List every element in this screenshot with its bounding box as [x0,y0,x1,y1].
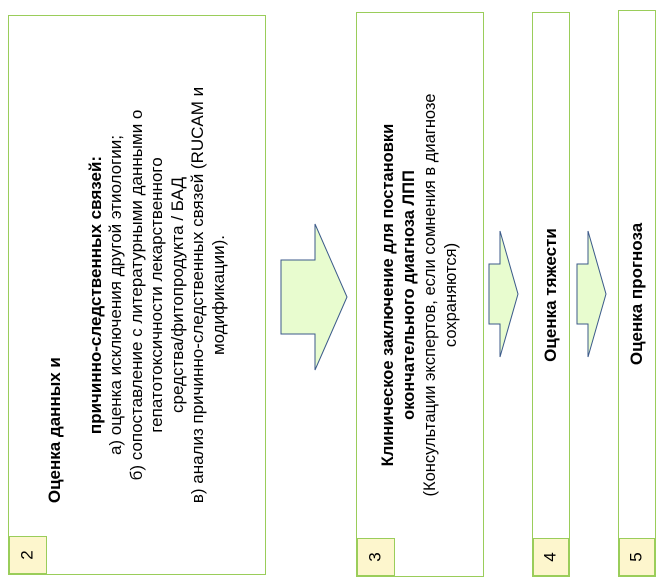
step-2-title-line1: Оценка данных и [45,357,64,504]
step-2-item-b3: средства/фитопродукта / БАД [167,177,187,413]
arrow-right-3 [576,230,607,358]
step-2-title-line2: причинно-следственных связей: [85,155,105,435]
step-5-box: Оценка прогноза 5 [618,10,656,577]
step-4-text: Оценка тяжести [541,228,561,362]
step-2-text: Оценка данных и причинно-следственных св… [45,87,229,503]
step-3-title-line1: Клиническое заключение для постановки [379,123,397,466]
step-4-box: Оценка тяжести 4 [532,12,570,577]
step-2-box: Оценка данных и причинно-следственных св… [8,15,266,575]
step-2-number: 2 [18,550,37,560]
step-2-number-badge: 2 [9,536,47,574]
step-2-item-c1: в) анализ причинно-следственных связей (… [188,86,207,504]
step-4-number-badge: 4 [533,538,569,576]
step-3-text: Клиническое заключение для постановки ок… [378,93,462,496]
step-3-number-badge: 3 [357,538,395,576]
step-3-box: Клиническое заключение для постановки ок… [356,12,484,577]
step-5-number: 5 [627,552,646,562]
step-3-title-line2: окончательного диагноза ЛПП [400,169,418,420]
step-2-item-a: а) оценка исключения другой этиологии; [106,134,125,456]
step-3-number: 3 [366,552,385,562]
step-2-item-c2: модификации). [208,234,228,356]
arrow-right-2 [488,230,519,358]
step-5-number-badge: 5 [619,538,655,576]
arrow-right-1 [280,223,348,371]
step-3-note-line1: (Консультации экспертов, если сомнения в… [421,93,439,496]
step-4-number: 4 [541,552,560,562]
step-3-note-line2: сохраняются) [442,242,460,347]
step-5-text: Оценка прогноза [627,222,647,364]
step-2-item-b1: б) сопоставление с литературными данными… [126,109,146,481]
step-4-title: Оценка тяжести [541,227,560,362]
step-2-item-b2: гепатотоксичности лекарственного [147,157,166,433]
step-5-title: Оценка прогноза [627,222,646,365]
